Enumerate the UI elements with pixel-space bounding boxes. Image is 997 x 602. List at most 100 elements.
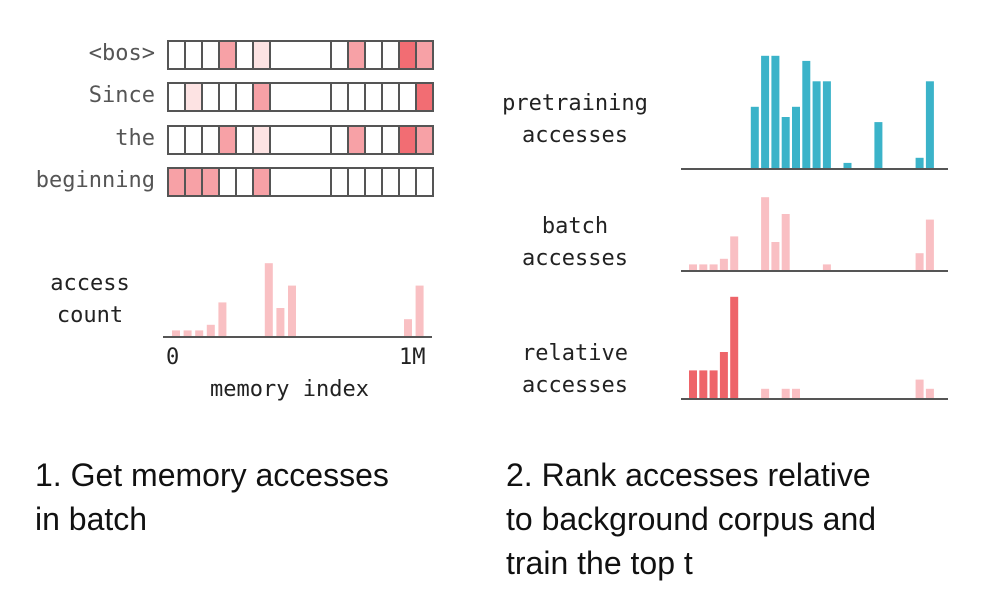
memory-cell	[252, 40, 271, 70]
memory-index-label: memory index	[210, 377, 369, 402]
memory-cell	[167, 40, 186, 70]
pretraining-label: pretraining accesses	[470, 88, 680, 152]
memory-cell	[201, 125, 220, 155]
memory-cell	[330, 82, 349, 112]
relative-bar	[689, 370, 697, 398]
memory-cell	[167, 82, 186, 112]
batch-bar	[822, 264, 831, 270]
batch-bar	[915, 253, 924, 270]
batch-bar	[689, 264, 697, 270]
memory-cell	[201, 82, 220, 112]
memory-cell	[364, 40, 383, 70]
access-count-bar	[404, 319, 412, 336]
access-count-bar	[172, 330, 180, 336]
memory-cell	[347, 40, 366, 70]
memory-cell	[235, 82, 254, 112]
relative-bar	[761, 388, 770, 398]
memory-cell	[235, 125, 254, 155]
memory-cell	[364, 125, 383, 155]
batch-bar	[771, 242, 780, 270]
memory-cell	[184, 82, 203, 112]
pretraining-bar	[802, 60, 811, 168]
batch-bar	[925, 219, 934, 270]
memory-cell	[415, 125, 434, 155]
pretraining-bar	[925, 81, 934, 168]
relative-bar	[781, 388, 790, 398]
memory-cell	[252, 125, 271, 155]
step2-caption-line2: to background corpus and	[506, 501, 877, 537]
memory-cell	[415, 167, 434, 197]
relative-bar	[915, 379, 924, 398]
access-count-bar	[288, 285, 296, 336]
batch-bar	[709, 264, 718, 270]
memory-cell	[347, 125, 366, 155]
memory-cell	[381, 40, 400, 70]
x-tick-end: 1M	[399, 345, 426, 370]
memory-cell	[415, 82, 434, 112]
pretraining-bar	[792, 106, 800, 168]
relative-label: relative accesses	[470, 338, 680, 402]
pretraining-bar	[812, 81, 821, 168]
access-count-histogram	[163, 263, 432, 338]
token-label-the: the	[115, 126, 155, 151]
memory-cell	[269, 167, 332, 197]
token-label-beginning: beginning	[35, 168, 155, 193]
memory-cell	[167, 167, 186, 197]
token-label-since: Since	[88, 83, 155, 108]
memory-cell	[381, 125, 400, 155]
memory-cell	[330, 125, 349, 155]
pretraining-bar	[822, 81, 831, 168]
memory-cell	[184, 40, 203, 70]
memory-cell	[398, 125, 417, 155]
access-count-label: access count	[20, 268, 160, 332]
step1-caption: 1. Get memory accesses in batch	[35, 453, 389, 541]
relative-bar	[792, 388, 800, 398]
batch-label: batch accesses	[470, 211, 680, 275]
memory-cell	[347, 82, 366, 112]
access-count-bar	[276, 308, 285, 336]
x-tick-start: 0	[166, 345, 180, 370]
memory-cell	[398, 82, 417, 112]
step2-caption-line1: 2. Rank accesses relative	[506, 457, 871, 493]
batch-label-line2: accesses	[522, 246, 628, 271]
access-count-bar	[264, 263, 273, 336]
pretraining-bar	[915, 157, 924, 168]
pretraining-label-line2: accesses	[522, 123, 628, 148]
relative-bar	[925, 388, 934, 398]
step1-caption-line1: 1. Get memory accesses	[35, 457, 389, 493]
ranking-charts	[681, 55, 948, 400]
memory-cell	[381, 82, 400, 112]
memory-cell	[201, 167, 220, 197]
step2-caption: 2. Rank accesses relative to background …	[506, 453, 876, 585]
step2-caption-line3: train the top t	[506, 545, 693, 581]
step1-caption-line2: in batch	[35, 501, 148, 537]
pretraining-bar	[843, 162, 852, 168]
access-count-bar	[206, 324, 215, 336]
memory-cell	[398, 167, 417, 197]
memory-cell	[364, 167, 383, 197]
memory-cell	[269, 40, 332, 70]
pretraining-bar	[761, 55, 770, 168]
memory-cell	[252, 167, 271, 197]
pretraining-bar	[750, 106, 759, 168]
relative-bar	[730, 296, 739, 398]
memory-cell	[381, 167, 400, 197]
pretraining-bar	[781, 117, 790, 168]
access-count-bar	[415, 285, 424, 336]
batch-bar	[730, 236, 739, 270]
memory-cell	[235, 167, 254, 197]
relative-bar	[709, 370, 718, 398]
pretraining-bar	[874, 122, 883, 168]
batch-label-line1: batch	[541, 214, 609, 239]
memory-grids	[167, 40, 434, 197]
token-label-bos: <bos>	[88, 41, 155, 66]
access-count-bar	[183, 330, 192, 336]
memory-cell	[184, 125, 203, 155]
memory-cell	[269, 125, 332, 155]
batch-bar	[781, 214, 790, 270]
memory-cell	[330, 40, 349, 70]
memory-cell	[218, 125, 237, 155]
memory-cell	[184, 167, 203, 197]
memory-cell	[347, 167, 366, 197]
